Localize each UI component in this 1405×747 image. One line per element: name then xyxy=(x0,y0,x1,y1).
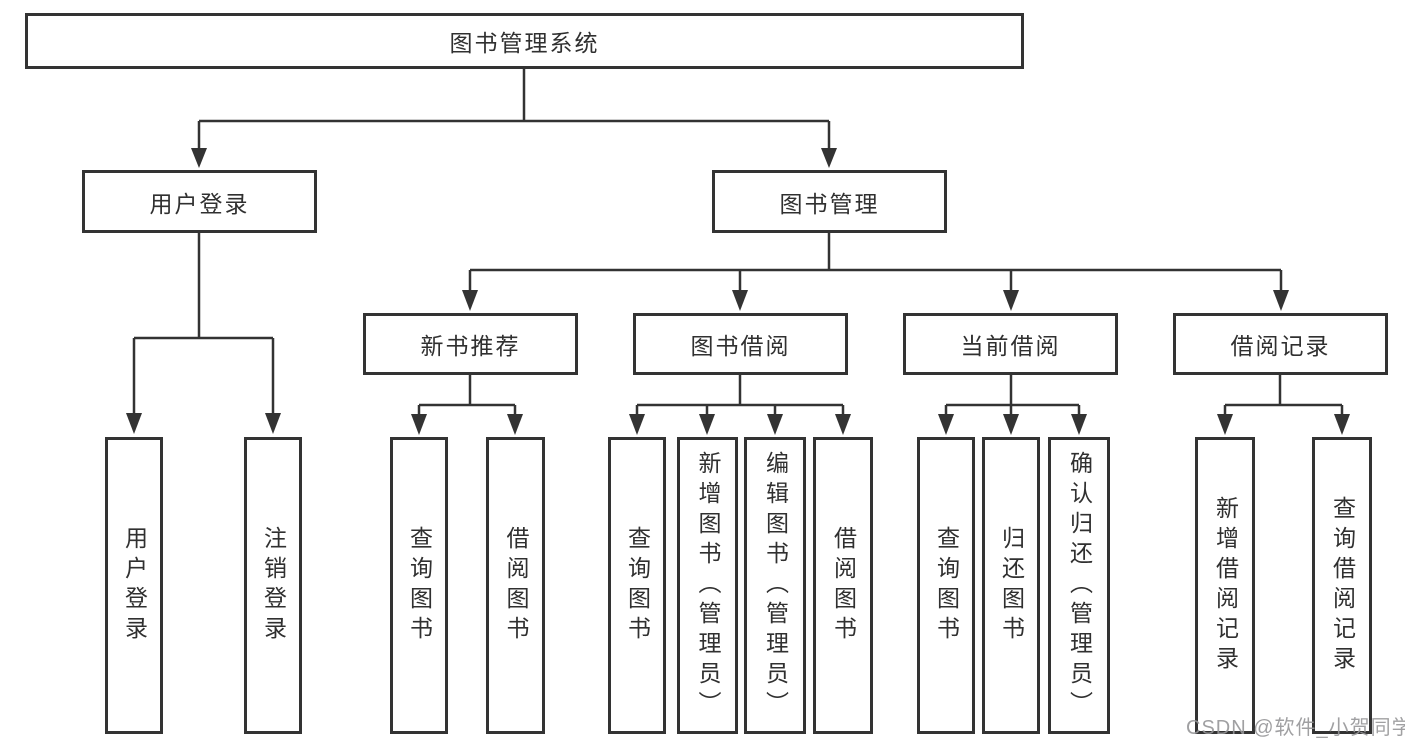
arrowhead xyxy=(1003,414,1019,435)
node-borrowing-add-book-admin: 新增图书（管理员） xyxy=(677,437,738,734)
node-records-add-record: 新增借阅记录 xyxy=(1195,437,1255,734)
arrowhead xyxy=(835,414,851,435)
node-logout-leaf: 注销登录 xyxy=(244,437,302,734)
arrowhead xyxy=(1003,290,1019,311)
arrowhead xyxy=(938,414,954,435)
node-borrowing-edit-book-admin: 编辑图书（管理员） xyxy=(744,437,806,734)
arrowhead xyxy=(821,148,837,168)
arrowhead xyxy=(1334,414,1350,435)
node-user-login-leaf: 用户登录 xyxy=(105,437,163,734)
arrowhead xyxy=(411,414,427,435)
arrowhead xyxy=(1273,290,1289,311)
arrowhead xyxy=(191,148,207,168)
node-current-query-book: 查询图书 xyxy=(917,437,975,734)
arrowhead xyxy=(629,414,645,435)
arrowhead xyxy=(767,414,783,435)
node-borrowing-borrow-book: 借阅图书 xyxy=(813,437,873,734)
arrowhead xyxy=(1217,414,1233,435)
arrowhead xyxy=(732,290,748,311)
arrowhead xyxy=(462,290,478,311)
arrowhead xyxy=(507,414,523,435)
arrowhead xyxy=(1071,414,1087,435)
node-new-book-recommend: 新书推荐 xyxy=(363,313,578,375)
node-system-root: 图书管理系统 xyxy=(25,13,1024,69)
node-current-borrowing: 当前借阅 xyxy=(903,313,1118,375)
arrowhead xyxy=(126,413,142,434)
arrowhead xyxy=(265,413,281,434)
node-borrowing-records: 借阅记录 xyxy=(1173,313,1388,375)
node-records-query-record: 查询借阅记录 xyxy=(1312,437,1372,734)
csdn-watermark: CSDN @软件_小贺同学 xyxy=(1186,717,1405,739)
node-book-borrowing: 图书借阅 xyxy=(633,313,848,375)
node-recommend-borrow-book: 借阅图书 xyxy=(486,437,545,734)
node-borrowing-query-book: 查询图书 xyxy=(608,437,666,734)
arrowhead xyxy=(699,414,715,435)
node-current-return-book: 归还图书 xyxy=(982,437,1040,734)
node-current-confirm-return-admin: 确认归还（管理员） xyxy=(1048,437,1110,734)
node-book-management: 图书管理 xyxy=(712,170,947,233)
node-user-login: 用户登录 xyxy=(82,170,317,233)
node-recommend-query-book: 查询图书 xyxy=(390,437,448,734)
